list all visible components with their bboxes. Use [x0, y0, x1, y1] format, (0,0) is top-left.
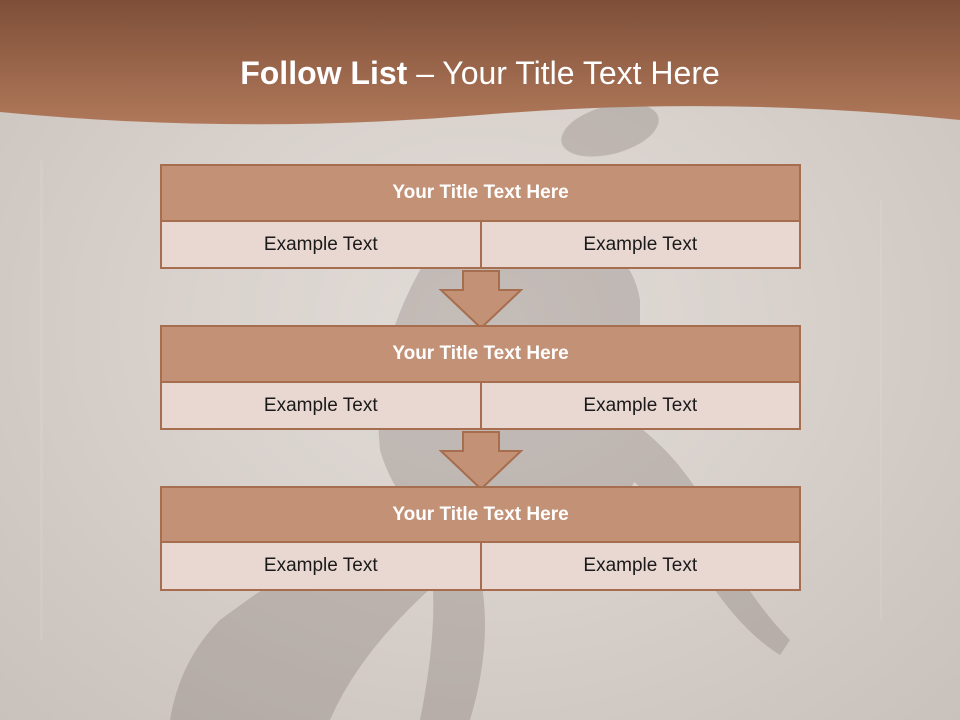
block-row: Example Text Example Text: [160, 381, 801, 430]
list-block: Your Title Text Here Example Text Exampl…: [160, 325, 801, 430]
block-cell-right: Example Text: [479, 541, 801, 591]
title-rest: Your Title Text Here: [442, 55, 720, 91]
block-cell-left: Example Text: [160, 381, 482, 430]
block-title: Your Title Text Here: [160, 486, 801, 543]
block-row: Example Text Example Text: [160, 541, 801, 591]
title-strong: Follow List: [240, 55, 408, 91]
block-cell-right: Example Text: [479, 220, 801, 269]
list-block: Your Title Text Here Example Text Exampl…: [160, 164, 801, 269]
slide-title: Follow List – Your Title Text Here: [0, 55, 960, 92]
block-row: Example Text Example Text: [160, 220, 801, 269]
list-block: Your Title Text Here Example Text Exampl…: [160, 486, 801, 591]
down-arrow-icon: [438, 431, 524, 491]
down-arrow-icon: [438, 270, 524, 330]
block-cell-left: Example Text: [160, 541, 482, 591]
title-dash: –: [407, 55, 443, 91]
block-cell-right: Example Text: [479, 381, 801, 430]
block-title: Your Title Text Here: [160, 325, 801, 383]
block-cell-left: Example Text: [160, 220, 482, 269]
header-band: [0, 0, 960, 125]
block-title: Your Title Text Here: [160, 164, 801, 222]
